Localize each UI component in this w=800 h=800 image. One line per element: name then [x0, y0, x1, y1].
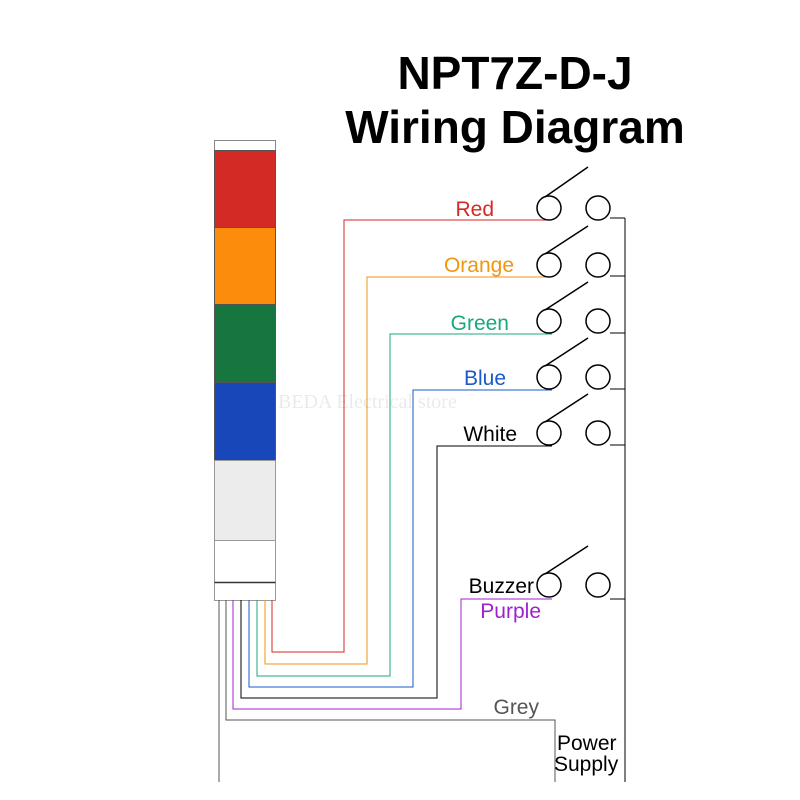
switch-white: [536, 393, 611, 446]
signal-tower: [214, 140, 276, 601]
tower-base: [214, 540, 276, 601]
wire-label-white: White: [463, 423, 517, 446]
wire-label-red: Red: [455, 198, 494, 221]
power-supply-label-line1: Power: [557, 732, 617, 755]
diagram-title-line2: Wiring Diagram: [345, 101, 685, 153]
wire-label-grey: Grey: [493, 696, 539, 719]
tower-segment-red: [214, 150, 276, 228]
wire-white: [240, 445, 552, 699]
wire-label-blue: Blue: [464, 367, 506, 390]
wire-label-buzzer: Buzzer: [469, 575, 534, 598]
common-bus: [610, 217, 626, 782]
tower-segment-green: [214, 304, 276, 383]
switch-red: [536, 166, 611, 221]
switch-blue: [536, 337, 611, 390]
wire-label-orange: Orange: [444, 254, 514, 277]
wire-green: [256, 333, 552, 677]
wire-label-green: Green: [451, 312, 509, 335]
wire-label-purple: Purple: [480, 600, 541, 623]
tower-cap: [214, 140, 276, 151]
wire-orange: [264, 276, 552, 665]
wire-red: [271, 219, 552, 653]
switch-row: [536, 166, 611, 598]
power-supply-label-line2: Supply: [554, 753, 619, 776]
tower-segment-orange: [214, 227, 276, 305]
switch-orange: [536, 225, 611, 278]
tower-segment-blue: [214, 382, 276, 461]
tower-segment-white: [214, 460, 276, 541]
wire-grey: [225, 600, 556, 782]
diagram-title-line1: NPT7Z-D-J: [397, 47, 633, 99]
switch-green: [536, 281, 611, 334]
wire-purple: [232, 598, 552, 710]
watermark: BEDA Electrical store: [278, 391, 457, 413]
wire-blue: [248, 389, 552, 688]
switch-buzzer: [536, 545, 611, 598]
